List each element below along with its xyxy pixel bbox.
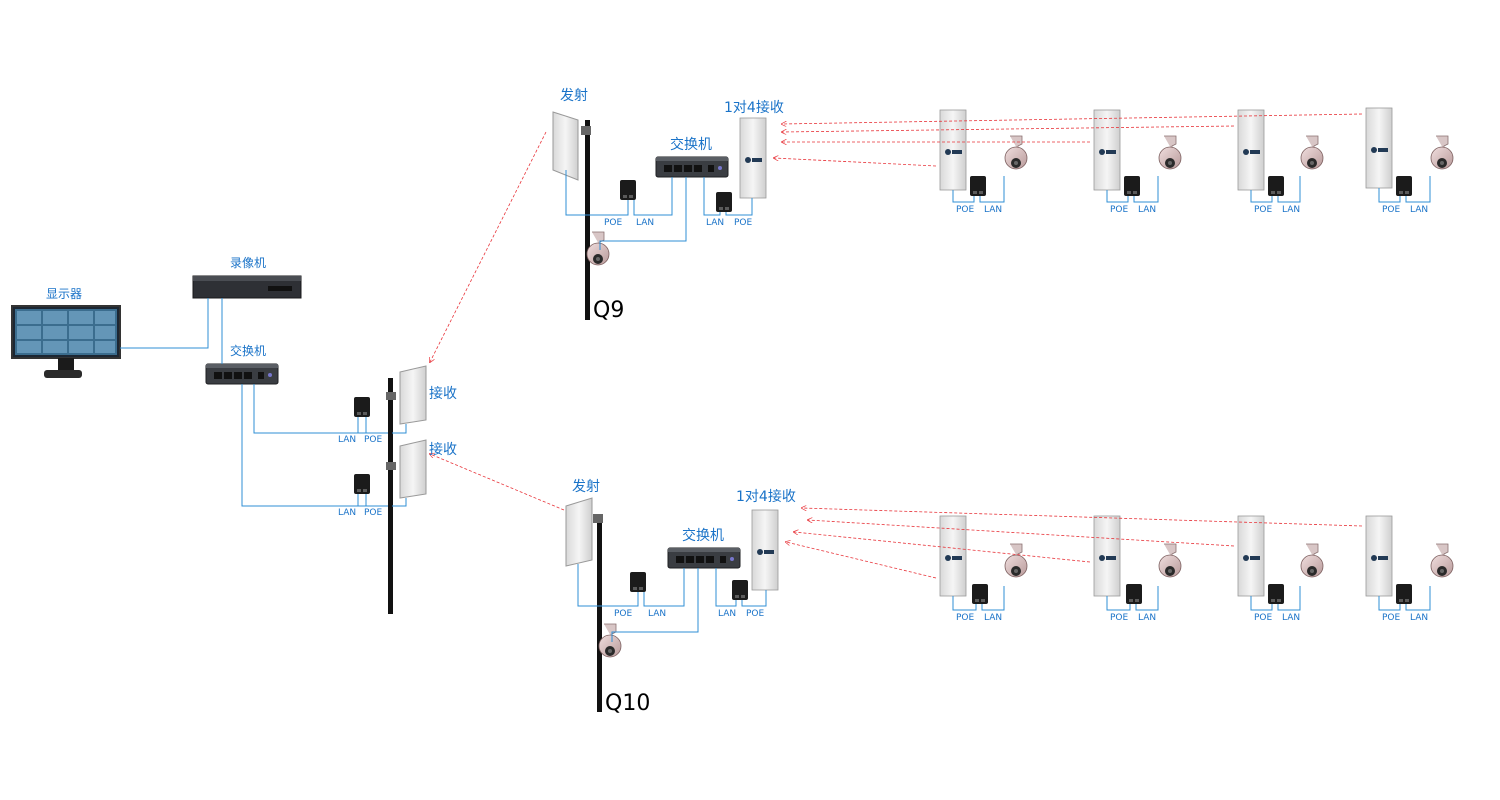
wireless-link [782, 113, 1363, 124]
poe-label: POE [734, 218, 753, 228]
poe-label: POE [1382, 205, 1401, 215]
poe-label: POE [1254, 205, 1273, 215]
cables-q9 [565, 170, 753, 250]
main-switch-label: 交换机 [230, 344, 267, 358]
lan-label: LAN [984, 613, 1003, 623]
switch-label-q10: 交换机 [682, 528, 724, 544]
receive-panel-lower [386, 439, 427, 499]
poe-adapter-lower [354, 474, 370, 494]
switch-label-q9: 交换机 [670, 137, 712, 153]
remote-unit [1365, 515, 1454, 611]
poe-label: POE [364, 435, 383, 445]
transmit-label-q9: 发射 [560, 88, 588, 104]
receive-label-lower: 接收 [429, 442, 457, 458]
wireless-link [774, 158, 937, 167]
lan-label: LAN [984, 205, 1003, 215]
lan-label: LAN [1410, 205, 1429, 215]
wireless-links [430, 113, 1363, 579]
switch-q9 [655, 156, 729, 178]
lan-label: LAN [648, 609, 667, 619]
poe-q9-a [620, 180, 636, 200]
video-recorder [192, 275, 302, 299]
remote-unit [1237, 515, 1324, 611]
pole-q10 [597, 520, 602, 712]
wireless-link [808, 520, 1235, 547]
receive-panel-1to4-q9 [739, 117, 767, 199]
monitor-label: 显示器 [46, 287, 83, 301]
transmit-label-q10: 发射 [572, 479, 600, 495]
cables-q10 [577, 564, 767, 642]
lan-label: LAN [706, 218, 725, 228]
poe-label: POE [614, 609, 633, 619]
poe-label: POE [1382, 613, 1401, 623]
wireless-link-q10 [430, 454, 565, 511]
recorder-label: 录像机 [230, 256, 267, 270]
poe-label: POE [746, 609, 765, 619]
receive-label-upper: 接收 [429, 386, 457, 402]
poe-label: POE [956, 205, 975, 215]
left-cables [120, 298, 392, 507]
wireless-link-q9 [430, 131, 547, 362]
wireless-link [794, 532, 1091, 563]
monitor [11, 305, 121, 378]
remote-units-bottom [939, 515, 1454, 611]
lan-label: LAN [718, 609, 737, 619]
receive-cables [392, 424, 407, 507]
one-to-four-label-q10: 1对4接收 [736, 489, 796, 505]
transmit-panel-q10 [565, 497, 603, 567]
pole-q9 [585, 120, 590, 320]
poe-q9-b [716, 192, 732, 212]
transmit-panel-q9 [552, 111, 591, 181]
lan-label: LAN [1138, 205, 1157, 215]
wireless-link [786, 542, 937, 579]
remote-unit [939, 515, 1028, 611]
lan-label: LAN [338, 435, 357, 445]
remote-unit [1237, 109, 1324, 203]
lan-label: LAN [1282, 613, 1301, 623]
lan-label: LAN [338, 508, 357, 518]
poe-q10-b [732, 580, 748, 600]
receive-panel-1to4-q10 [751, 509, 779, 591]
poe-q10-a [630, 572, 646, 592]
poe-label: POE [956, 613, 975, 623]
switch-q10 [667, 547, 741, 569]
wireless-link [802, 508, 1363, 527]
poe-label: POE [364, 508, 383, 518]
wireless-link [782, 125, 1235, 132]
receive-panel-upper [386, 365, 427, 425]
poe-label: POE [604, 218, 623, 228]
lan-label: LAN [1410, 613, 1429, 623]
poe-adapter-upper [354, 397, 370, 417]
one-to-four-label-q9: 1对4接收 [724, 100, 784, 116]
poe-label: POE [1110, 613, 1129, 623]
lan-label: LAN [1282, 205, 1301, 215]
remote-unit [1365, 107, 1454, 203]
lan-label: LAN [636, 218, 655, 228]
receive-pole [388, 378, 393, 614]
poe-label: POE [1254, 613, 1273, 623]
pole-camera-q9 [586, 231, 610, 266]
remote-unit [1093, 515, 1182, 611]
poe-label: POE [1110, 205, 1129, 215]
remote-unit [939, 109, 1028, 203]
lan-label: LAN [1138, 613, 1157, 623]
pole-camera-q10 [598, 623, 622, 658]
remote-unit [1093, 109, 1182, 203]
main-switch [205, 363, 279, 385]
pole-label-q10: Q10 [605, 691, 651, 716]
pole-label-q9: Q9 [593, 298, 625, 323]
remote-units-top [939, 107, 1454, 203]
